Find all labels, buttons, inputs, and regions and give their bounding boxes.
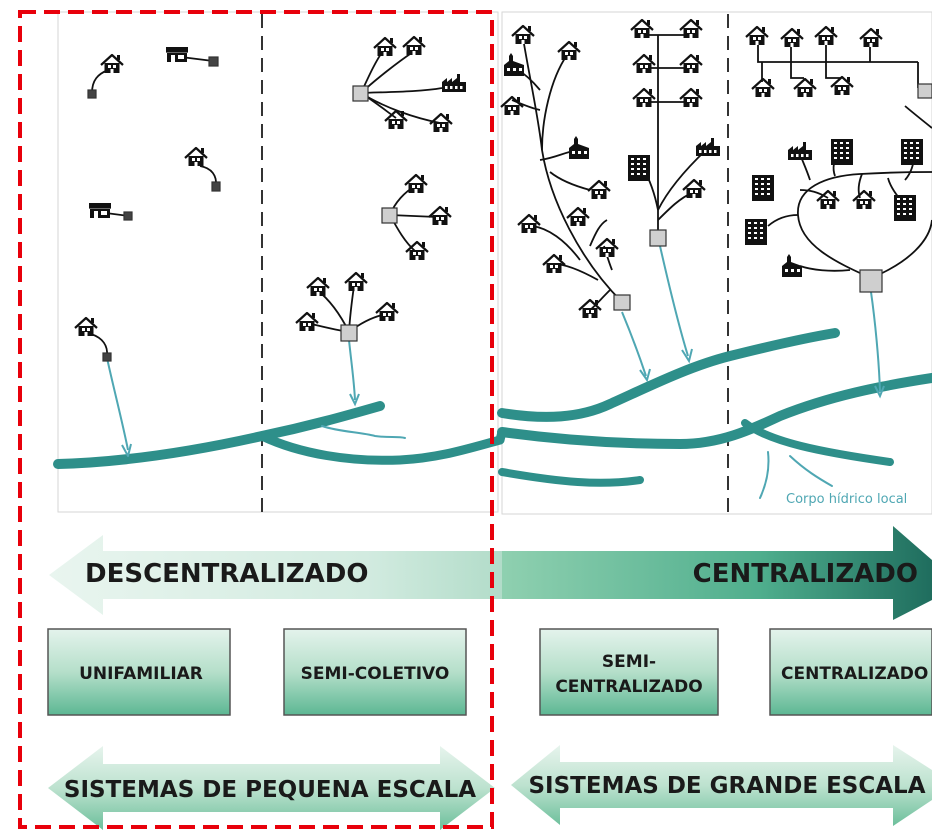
treatment-units — [87, 56, 932, 362]
centralized-label: CENTRALIZADO — [693, 559, 918, 589]
panel-frames — [57, 11, 932, 515]
scale-double-arrows: SISTEMAS DE PEQUENA ESCALA SISTEMAS DE G… — [48, 745, 932, 830]
flow-arrows — [106, 245, 885, 457]
small-scale-label: SISTEMAS DE PEQUENA ESCALA — [64, 777, 476, 803]
system-box-label: CENTRALIZADO — [555, 677, 702, 697]
system-box-label: SEMI-COLETIVO — [301, 664, 450, 684]
centralization-scale-arrow: DESCENTRALIZADO CENTRALIZADO — [49, 526, 932, 620]
river-tributaries — [321, 425, 833, 499]
system-box-semi-centralizado — [539, 628, 719, 716]
system-type-boxes: UNIFAMILIAR SEMI-COLETIVO SEMI- CENTRALI… — [47, 628, 932, 716]
system-box-centralizado — [769, 628, 932, 716]
system-box-label: UNIFAMILIAR — [79, 664, 203, 684]
system-box-label: SEMI- — [602, 652, 656, 672]
river — [53, 328, 932, 487]
river-label: Corpo hídrico local — [786, 492, 907, 507]
system-box-unifamiliar — [47, 628, 231, 716]
system-box-label: CENTRALIZADO — [781, 664, 928, 684]
large-scale-label: SISTEMAS DE GRANDE ESCALA — [528, 773, 925, 799]
scale-dividers — [261, 14, 729, 512]
system-box-semi-coletivo — [283, 628, 467, 716]
highlight-dashed-box — [18, 10, 494, 829]
decentralized-label: DESCENTRALIZADO — [85, 559, 368, 589]
